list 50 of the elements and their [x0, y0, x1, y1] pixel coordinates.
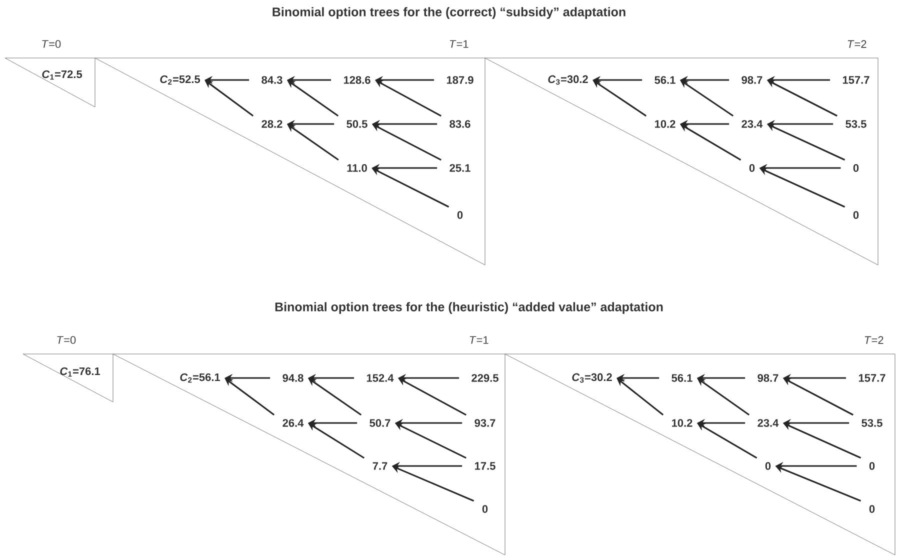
node-value: 152.4	[366, 374, 394, 382]
node-value: 157.7	[842, 76, 870, 84]
node-value: 98.7	[742, 76, 762, 84]
node-value: 0	[869, 462, 875, 470]
node-value: C$_{3}$=30.2	[548, 75, 588, 85]
node-value: 0	[853, 164, 859, 172]
node-value: C$_{2}$=52.5	[160, 75, 200, 85]
chart-title: Binomial option trees for the (heuristic) “added value” adaptation	[275, 302, 663, 314]
node-label: T=1	[470, 336, 488, 344]
node-value: 50.7	[370, 419, 390, 427]
node-value: 56.1	[654, 76, 676, 84]
node-value: C$_{1}$=76.1	[60, 367, 100, 377]
node-value: 187.9	[446, 76, 474, 84]
node-value: 0	[457, 211, 463, 219]
node-value: 0	[482, 505, 488, 513]
node-value: 0	[765, 462, 771, 470]
node-value: 7.7	[372, 462, 388, 470]
node-value: 10.2	[672, 419, 692, 427]
node-value: 157.7	[858, 374, 886, 382]
node-value: 83.6	[450, 120, 470, 128]
node-value: 26.4	[282, 419, 304, 427]
node-value: 0	[869, 505, 875, 513]
node-label: T=0	[42, 40, 61, 48]
node-value: 28.2	[262, 120, 282, 128]
node-value: 84.3	[262, 76, 282, 84]
node-value: 25.1	[450, 164, 470, 172]
node-value: 11.0	[347, 164, 367, 172]
node-value: 229.5	[472, 374, 498, 382]
node-value: C$_{1}$=72.5	[42, 70, 82, 80]
node-value: 56.1	[672, 374, 692, 382]
node-value: 98.7	[758, 374, 778, 382]
node-value: 94.8	[282, 374, 304, 382]
node-value: C$_{2}$=56.1	[180, 373, 220, 383]
node-value: 23.4	[758, 419, 779, 427]
node-value: 53.5	[862, 419, 882, 427]
node-value: 93.7	[474, 419, 496, 427]
node-value: 53.5	[846, 120, 866, 128]
node-value: 128.6	[344, 76, 370, 84]
node-value: C$_{3}$=30.2	[572, 373, 612, 383]
node-label: T=2	[864, 336, 884, 344]
chart-title: Binomial option trees for the (correct) “subsidy” adaptation	[272, 7, 626, 19]
node-value: 17.5	[475, 462, 496, 470]
node-value: 50.5	[346, 120, 368, 128]
node-value: 23.4	[742, 120, 763, 128]
node-label: T=2	[848, 40, 866, 48]
node-value: 0	[853, 211, 859, 219]
node-label: T=0	[57, 336, 76, 344]
node-value: 0	[749, 164, 755, 172]
node-label: T=1	[450, 40, 468, 48]
node-value: 10.2	[654, 120, 676, 128]
